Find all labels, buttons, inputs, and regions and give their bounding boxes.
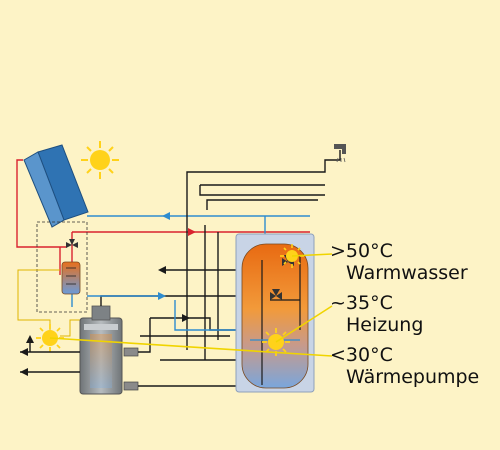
zone-label-hot: >50°C Warmwasser xyxy=(330,240,468,284)
solar-station-box xyxy=(36,221,88,313)
zone-pointer-lines xyxy=(49,253,333,357)
storage-tank xyxy=(235,233,315,393)
zone-temperature: >50°C xyxy=(330,240,393,262)
valve-icon xyxy=(270,289,282,300)
solar-collector-icon xyxy=(23,144,89,228)
pump-icon xyxy=(123,347,139,391)
flow-arrows xyxy=(20,212,196,376)
zone-temperature: <30°C xyxy=(330,344,393,366)
zone-label-heating: ~35°C Heizung xyxy=(330,292,423,336)
distribution-pipes xyxy=(20,150,341,387)
zone-temperature: ~35°C xyxy=(330,292,393,314)
heat-exchanger-icon xyxy=(61,261,81,295)
heat-pump-unit xyxy=(79,305,123,395)
sun-icon xyxy=(81,141,119,179)
zone-name: Wärmepumpe xyxy=(346,366,480,388)
zone-label-heat-pump: <30°C Wärmepumpe xyxy=(330,344,479,388)
zone-name: Heizung xyxy=(346,314,424,336)
zone-name: Warmwasser xyxy=(346,262,468,284)
valve-icon xyxy=(66,239,78,248)
tap-icon xyxy=(334,144,346,163)
